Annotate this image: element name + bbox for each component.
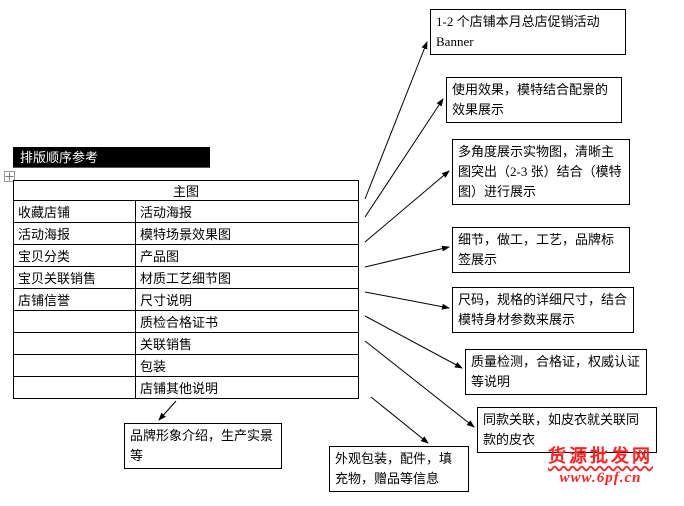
arrow-to-multiangle [364, 170, 450, 243]
arrow-to-size [364, 291, 450, 310]
table-cell-right[interactable]: 尺寸说明 [135, 288, 359, 311]
annotation-box-effect[interactable]: 使用效果，模特结合配景的效果展示 [446, 77, 622, 123]
annotation-box-detail[interactable]: 细节，做工，工艺，品牌标签展示 [452, 227, 630, 273]
table-row: 宝贝分类 产品图 [13, 244, 359, 267]
arrow-to-package [370, 396, 429, 444]
table-cell-right[interactable]: 质检合格证书 [135, 310, 359, 333]
layout-table: 主图 收藏店铺 活动海报 活动海报 模特场景效果图 宝贝分类 产品图 宝贝关联销… [13, 180, 359, 399]
table-cell-left[interactable]: 宝贝分类 [13, 244, 136, 267]
table-row: 店铺信誉 尺寸说明 [13, 288, 359, 311]
table-cell-right[interactable]: 模特场景效果图 [135, 222, 359, 245]
table-row: 活动海报 模特场景效果图 [13, 222, 359, 245]
table-cell-right[interactable]: 店铺其他说明 [135, 376, 359, 399]
table-cell-left[interactable]: 宝贝关联销售 [13, 266, 136, 289]
table-header-cell[interactable]: 主图 [13, 180, 359, 201]
arrow-to-banner [364, 41, 428, 200]
annotation-box-size[interactable]: 尺码，规格的详细尺寸，结合模特身材参数来展示 [452, 287, 634, 333]
annotation-box-brand[interactable]: 品牌形象介绍，生产实景等 [124, 423, 282, 469]
table-cell-left[interactable] [13, 376, 136, 399]
table-row: 包装 [13, 354, 359, 377]
table-row: 质检合格证书 [13, 310, 359, 333]
annotation-box-related[interactable]: 同款关联，如皮衣就关联同款的皮衣 [477, 407, 657, 453]
table-cell-left[interactable]: 收藏店铺 [13, 200, 136, 223]
table-cell-left[interactable] [13, 332, 136, 355]
table-cell-right[interactable]: 关联销售 [135, 332, 359, 355]
table-cell-right[interactable]: 材质工艺细节图 [135, 266, 359, 289]
table-row: 关联销售 [13, 332, 359, 355]
table-row: 主图 [13, 180, 359, 201]
watermark-url: www.6pf.cn [559, 470, 642, 487]
table-cell-left[interactable]: 活动海报 [13, 222, 136, 245]
table-cell-right[interactable]: 包装 [135, 354, 359, 377]
table-cell-left[interactable]: 店铺信誉 [13, 288, 136, 311]
watermark-site-name: 货源批发网 [548, 446, 653, 466]
annotation-box-quality[interactable]: 质量检测，合格证，权威认证等说明 [465, 349, 647, 395]
arrow-to-detail [364, 245, 450, 268]
annotation-box-banner[interactable]: 1-2 个店铺本月总店促销活动 Banner [430, 9, 626, 55]
arrow-to-related [364, 340, 475, 428]
annotation-box-multiangle[interactable]: 多角度展示实物图，清晰主图突出（2-3 张）结合（模特图）进行展示 [452, 139, 630, 205]
table-move-handle-icon[interactable] [4, 169, 15, 182]
annotation-box-package[interactable]: 外观包装，配件，填充物，赠品等信息 [329, 446, 469, 492]
table-row: 店铺其他说明 [13, 376, 359, 399]
arrow-to-effect [364, 98, 444, 218]
table-row: 收藏店铺 活动海报 [13, 200, 359, 223]
table-cell-left[interactable] [13, 310, 136, 333]
arrow-to-brand [158, 400, 177, 421]
table-cell-left[interactable] [13, 354, 136, 377]
watermark: 货源批发网 www.6pf.cn [548, 444, 653, 489]
table-cell-right[interactable]: 产品图 [135, 244, 359, 267]
diagram-title-bar[interactable]: 排版顺序参考 [13, 147, 210, 168]
arrow-to-quality [364, 315, 463, 369]
table-cell-right[interactable]: 活动海报 [135, 200, 359, 223]
table-row: 宝贝关联销售 材质工艺细节图 [13, 266, 359, 289]
